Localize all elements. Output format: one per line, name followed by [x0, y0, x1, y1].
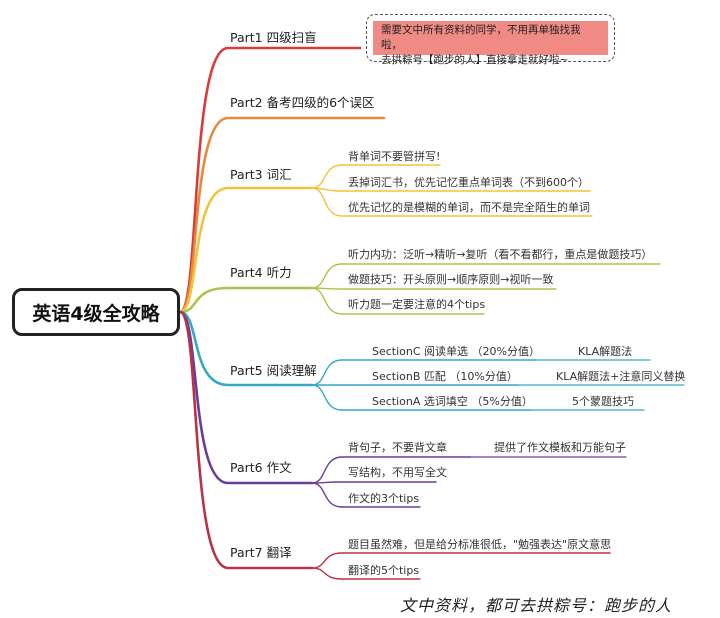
part5-item-1: SectionC 阅读单选 （20%分值） — [372, 345, 540, 358]
part6-label: Part6 作文 — [230, 460, 292, 475]
branch-part5 — [178, 310, 314, 387]
part4-child-2 — [311, 287, 557, 290]
part7-child-2 — [311, 567, 421, 580]
branch-part2 — [178, 116, 386, 314]
part3-item-3: 优先记忆的是模糊的单词，而不是完全陌生的单词 — [348, 201, 590, 214]
note-line-2: 去拱粽号【跑步的人】直接拿走就好啦~ — [381, 54, 569, 66]
root-label: 英语4级全攻略 — [32, 302, 160, 325]
note-box: 需要文中所有资料的同学，不用再单独找我啦， 去拱粽号【跑步的人】直接拿走就好啦~ — [373, 21, 608, 66]
part6-child-3 — [311, 482, 421, 508]
part7-item-1: 题目虽然难，但是给分标准很低，"勉强表达"原文意思 — [348, 538, 612, 551]
note-callout: 需要文中所有资料的同学，不用再单独找我啦， 去拱粽号【跑步的人】直接拿走就好啦~ — [366, 14, 615, 66]
part5-item-3: SectionA 选词填空 （5%分值） — [372, 395, 533, 408]
part5-label: Part5 阅读理解 — [230, 363, 317, 378]
branch-part7 — [178, 310, 314, 570]
watermark-text: 文中资料，都可去拱粽号：跑步的人 — [400, 596, 673, 615]
part6-item-1: 背句子，不要背文章 — [348, 441, 447, 454]
part2-label: Part2 备考四级的6个误区 — [230, 95, 375, 110]
part7-label: Part7 翻译 — [230, 545, 292, 560]
part5-item-3-sub: 5个蒙题技巧 — [572, 395, 634, 408]
part7-item-2: 翻译的5个tips — [348, 564, 420, 577]
part6-item-3: 作文的3个tips — [348, 492, 420, 505]
part7-child-1 — [311, 552, 611, 569]
part5-child-3 — [311, 384, 531, 411]
part1-label: Part1 四级扫盲 — [230, 30, 317, 45]
note-line-1: 需要文中所有资料的同学，不用再单独找我啦， — [381, 24, 581, 51]
part4-label: Part4 听力 — [230, 265, 292, 280]
part5-item-2: SectionB 匹配 （10%分值） — [372, 370, 518, 383]
part5-child-1 — [311, 359, 537, 386]
branch-part4 — [178, 286, 314, 314]
part3-item-1: 背单词不要管拼写! — [348, 150, 441, 163]
part4-child-3 — [311, 287, 485, 315]
part3-item-2: 丢掉词汇书，优先记忆重点单词表（不到600个） — [348, 176, 589, 189]
part5-item-1-sub: KLA解题法 — [578, 345, 633, 358]
part4-child-1 — [311, 263, 661, 289]
part4-item-3: 听力题一定要注意的4个tips — [348, 298, 486, 311]
part3-label: Part3 词汇 — [230, 167, 292, 182]
part4-item-2: 做题技巧：开头原则→顺序原则→视听一致 — [348, 273, 554, 286]
part6-item-2: 写结构，不用写全文 — [348, 466, 447, 479]
part6-child-1 — [311, 456, 471, 484]
part5-item-2-sub: KLA解题法+注意同义替换 — [556, 370, 686, 383]
root-node: 英语4级全攻略 — [12, 288, 180, 336]
branch-part3 — [178, 186, 314, 314]
part3-child-1 — [311, 164, 441, 189]
part6-child-2 — [311, 481, 437, 484]
part4-item-1: 听力内功：泛听→精听→复听（看不看都行，重点是做题技巧） — [348, 248, 653, 261]
part3-child-3 — [311, 187, 593, 217]
part6-item-1-sub: 提供了作文模板和万能句子 — [494, 441, 626, 454]
